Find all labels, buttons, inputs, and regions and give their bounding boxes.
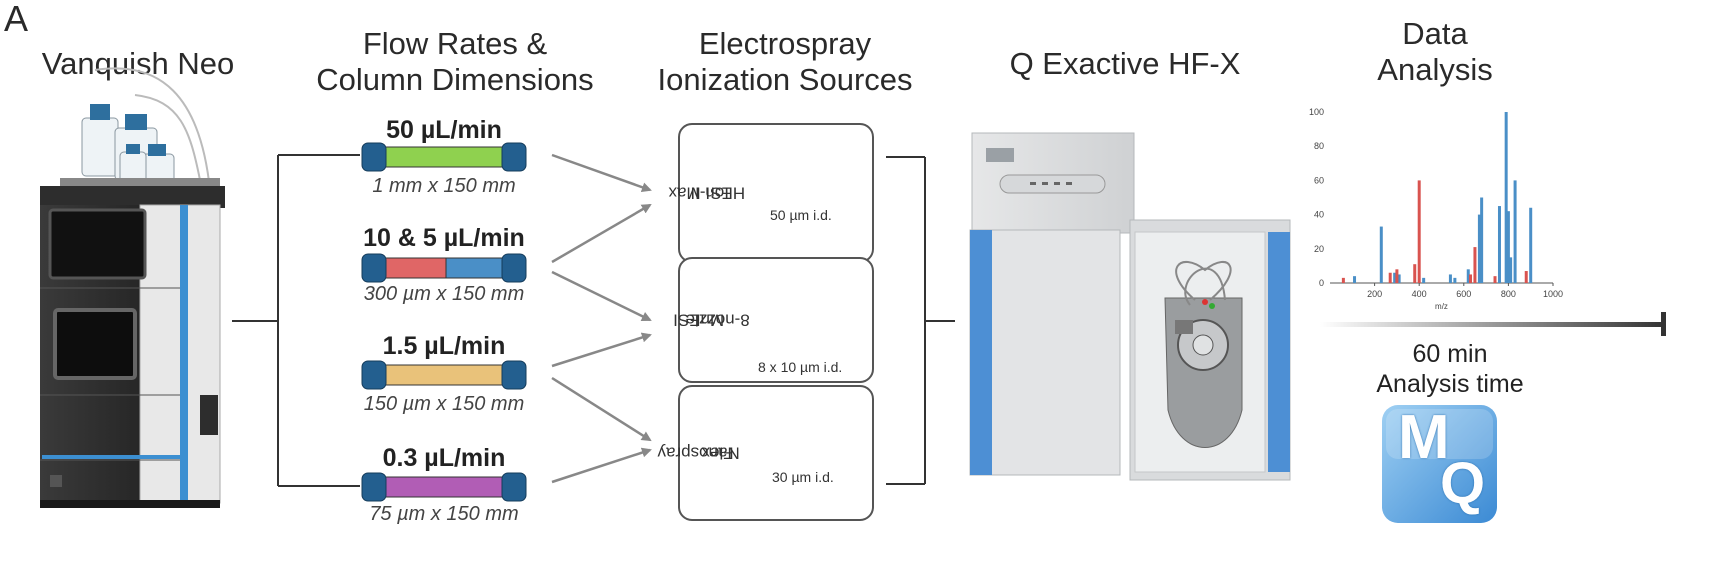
- spectrum-peak: [1497, 206, 1501, 283]
- flow-header-line2: Column Dimensions: [316, 62, 594, 97]
- esi-header-line1: Electrospray: [698, 26, 872, 61]
- spectrum-peak: [1477, 214, 1481, 283]
- data-header-line1: Data: [1402, 16, 1468, 51]
- spectrum-peak: [1417, 180, 1421, 283]
- source-name-nanospray-line2: Flex: [701, 443, 734, 463]
- spectrum-peak: [1379, 226, 1383, 283]
- source-id-mnesi: 8 x 10 µm i.d.: [758, 359, 843, 375]
- chart-y-tick-label: 0: [1319, 278, 1324, 288]
- esi-header-line2: Ionization Sources: [657, 62, 913, 97]
- spectrum-peak: [1397, 274, 1401, 283]
- spectrum-peak: [1393, 272, 1397, 283]
- spectrum-peak: [1509, 257, 1513, 283]
- chart-y-tick-label: 100: [1309, 107, 1324, 117]
- spectrum-peak: [1453, 277, 1457, 283]
- flow-arrows: [551, 153, 652, 484]
- spectrum-peak: [1353, 276, 1357, 283]
- q-exactive-hfx-illustration: [969, 132, 1291, 481]
- column-1-icon: [361, 142, 527, 172]
- column-4-icon: [361, 472, 527, 502]
- mass-spectrum-chart: 0 20 40 60 80 100 200 400 600 800 1000 m/z: [1309, 107, 1563, 311]
- chart-y-tick-label: 80: [1314, 141, 1324, 151]
- source-id-nanospray: 30 µm i.d.: [772, 469, 834, 485]
- source-ms-connector: [886, 156, 955, 485]
- spectrum-peak: [1466, 269, 1470, 283]
- chart-x-tick-label: 800: [1501, 289, 1516, 299]
- column-2-flow-rate: 10 & 5 µL/min: [363, 224, 525, 252]
- spectrum-peak: [1468, 274, 1472, 283]
- source-name-hesi-line2: HESI-II: [690, 183, 745, 203]
- chart-x-tick-label: 1000: [1543, 289, 1563, 299]
- chart-y-tick-label: 40: [1314, 210, 1324, 220]
- spectrum-peak: [1473, 247, 1477, 283]
- solvent-bottles-icon: [81, 67, 211, 191]
- data-header-line2: Analysis: [1377, 52, 1493, 87]
- source-id-hesi: 50 µm i.d.: [770, 207, 832, 223]
- spectrum-peak: [1448, 274, 1452, 283]
- spectrum-peak: [1493, 276, 1497, 283]
- column-2-dimensions: 300 µm x 150 mm: [363, 283, 525, 305]
- spectrum-peak: [1504, 112, 1508, 283]
- spectrum-peak: [1341, 277, 1345, 283]
- spectrum-peak: [1422, 277, 1426, 283]
- chart-x-tick-label: 400: [1412, 289, 1427, 299]
- source-name-mnesi-line2: 8-nozzle: [685, 310, 750, 330]
- spectrum-peak: [1388, 272, 1392, 283]
- spectrum-peak: [1529, 207, 1533, 283]
- vanquish-neo-lc-illustration: [40, 67, 225, 508]
- column-4-flow-rate: 0.3 µL/min: [382, 444, 506, 472]
- flow-header-line1: Flow Rates &: [362, 26, 548, 61]
- spectrum-peak: [1524, 271, 1528, 283]
- lc-column-connector: [232, 154, 360, 487]
- spectrum-peak: [1506, 211, 1510, 283]
- logo-letter-m: M: [1398, 403, 1450, 472]
- column-3-icon: [361, 360, 527, 390]
- chart-y-tick-label: 60: [1314, 175, 1324, 185]
- analysis-time-bar: [1320, 312, 1666, 336]
- spectrum-peak: [1395, 269, 1399, 283]
- spectrum-peak: [1480, 197, 1484, 283]
- analysis-time-label: Analysis time: [1376, 370, 1524, 398]
- column-2-icon: [361, 253, 527, 283]
- column-3-flow-rate: 1.5 µL/min: [382, 332, 506, 360]
- spectrum-peak: [1513, 180, 1517, 283]
- spectrum-peak: [1413, 264, 1417, 283]
- panel-label: A: [4, 0, 29, 39]
- column-4-dimensions: 75 µm x 150 mm: [369, 503, 519, 525]
- column-1-flow-rate: 50 µL/min: [386, 116, 502, 144]
- maxquant-logo: [1382, 405, 1497, 523]
- column-1-dimensions: 1 mm x 150 mm: [372, 175, 516, 197]
- chart-x-axis-label: m/z: [1435, 302, 1448, 311]
- chart-x-tick-label: 600: [1456, 289, 1471, 299]
- logo-letter-q: Q: [1440, 451, 1486, 516]
- chart-y-tick-label: 20: [1314, 244, 1324, 254]
- analysis-time-value: 60 min: [1412, 340, 1488, 368]
- column-3-dimensions: 150 µm x 150 mm: [363, 393, 525, 415]
- lc-header: Vanquish Neo: [41, 46, 235, 81]
- chart-x-tick-label: 200: [1367, 289, 1382, 299]
- ms-header: Q Exactive HF-X: [1009, 46, 1241, 81]
